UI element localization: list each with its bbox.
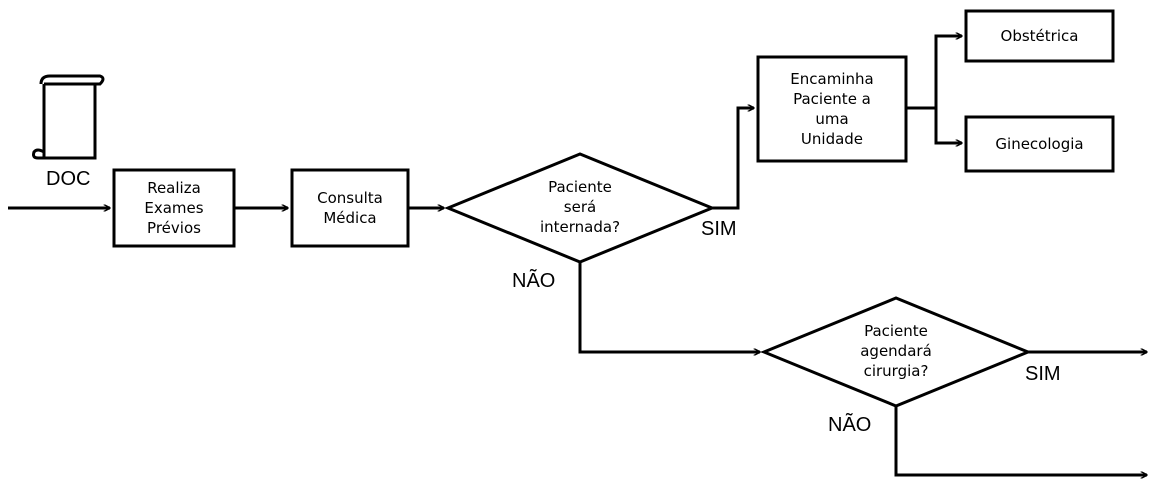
- cirurgia-sim-label: SIM: [1025, 363, 1061, 385]
- box-obstetrica: [964, 9, 1115, 63]
- box-consulta-label: Consulta Médica: [317, 189, 383, 227]
- box-ginecologia: [964, 115, 1115, 173]
- internada-sim-label: SIM: [701, 218, 737, 240]
- arrow-cirurgia-nao: [894, 406, 1147, 475]
- arrow-to-obstetrica: [934, 36, 962, 108]
- arrow-sim-to-encaminha: [712, 108, 754, 210]
- box-encaminha: [756, 55, 908, 163]
- box-encaminha-label: Encaminha Paciente a uma Unidade: [790, 70, 874, 148]
- cirurgia-nao-label: NÃO: [828, 414, 872, 436]
- arrow-nao-to-cirurgia: [578, 262, 760, 352]
- box-ginecologia-label: Ginecologia: [995, 135, 1084, 153]
- box-obstetrica-label: Obstétrica: [1000, 27, 1079, 45]
- box-exames-label: Realiza Exames Prévios: [144, 179, 204, 237]
- box-consulta: [290, 168, 410, 248]
- box-exames: [112, 168, 236, 248]
- document-scroll-icon: [32, 74, 105, 160]
- decision-cirurgia-label: Paciente agendará cirurgia?: [860, 322, 932, 380]
- arrow-to-ginecologia: [934, 108, 962, 143]
- doc-label: DOC: [46, 168, 91, 190]
- internada-nao-label: NÃO: [512, 270, 556, 292]
- decision-internada-label: Paciente será internada?: [539, 178, 621, 236]
